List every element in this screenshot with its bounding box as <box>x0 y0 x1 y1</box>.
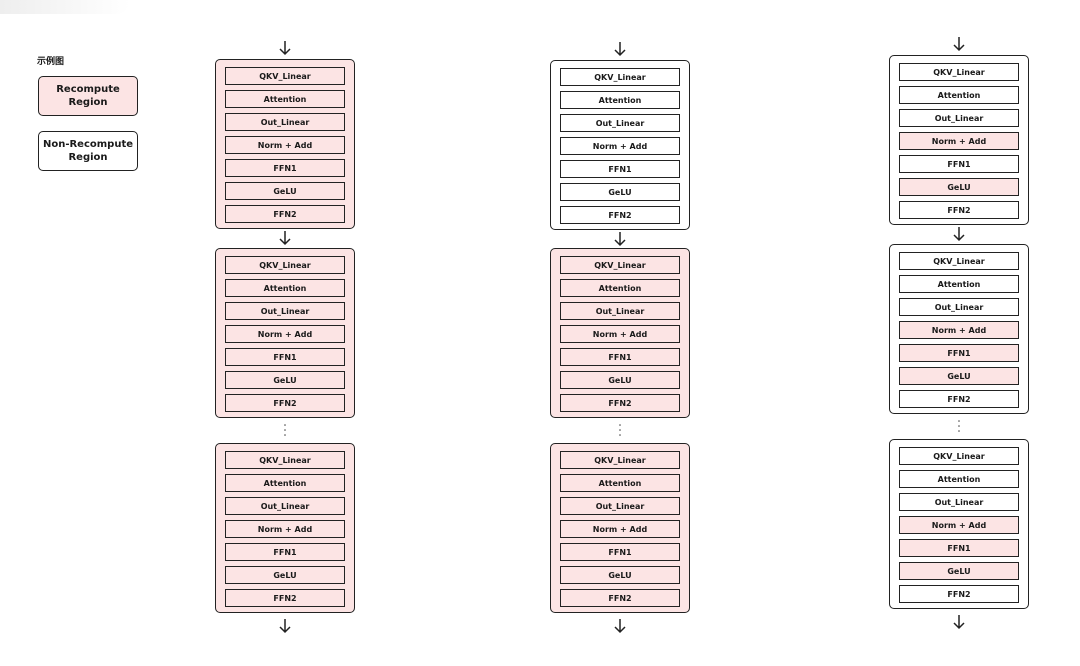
output-arrow-icon <box>279 619 291 634</box>
layer-box: QKV_Linear <box>225 451 345 469</box>
ellipsis-icon <box>958 420 960 432</box>
layer-box: Attention <box>225 279 345 297</box>
layer-box: GeLU <box>899 367 1019 385</box>
legend-non-recompute-region: Non-Recompute Region <box>38 131 138 171</box>
layer-box: QKV_Linear <box>560 68 680 86</box>
legend-title: 示例图 <box>37 57 65 67</box>
layer-box: QKV_Linear <box>225 67 345 85</box>
layer-box: FFN2 <box>560 394 680 412</box>
layer-box: FFN1 <box>560 348 680 366</box>
layer-box: FFN2 <box>225 589 345 607</box>
layer-box: Out_Linear <box>560 302 680 320</box>
layer-box: QKV_Linear <box>899 252 1019 270</box>
ellipsis-icon <box>284 424 286 436</box>
layer-box: Norm + Add <box>560 137 680 155</box>
layer-box: Attention <box>560 474 680 492</box>
input-arrow-icon <box>953 37 965 52</box>
layer-box: Out_Linear <box>560 497 680 515</box>
layer-box: Norm + Add <box>899 516 1019 534</box>
layer-box: FFN1 <box>899 344 1019 362</box>
layer-box: Attention <box>225 90 345 108</box>
layer-box: Norm + Add <box>225 136 345 154</box>
ellipsis-icon <box>619 424 621 436</box>
layer-box: Attention <box>560 279 680 297</box>
connector-arrow-icon <box>953 227 965 242</box>
layer-box: Attention <box>560 91 680 109</box>
layer-box: FFN2 <box>899 201 1019 219</box>
layer-box: Norm + Add <box>225 325 345 343</box>
layer-box: QKV_Linear <box>560 451 680 469</box>
layer-box: Out_Linear <box>899 109 1019 127</box>
output-arrow-icon <box>953 615 965 630</box>
layer-box: FFN2 <box>225 205 345 223</box>
layer-box: Out_Linear <box>899 298 1019 316</box>
layer-box: GeLU <box>899 562 1019 580</box>
layer-box: Attention <box>899 86 1019 104</box>
layer-box: FFN1 <box>225 543 345 561</box>
layer-box: FFN1 <box>225 348 345 366</box>
legend-recompute-region: Recompute Region <box>38 76 138 116</box>
layer-box: Out_Linear <box>899 493 1019 511</box>
connector-arrow-icon <box>279 231 291 246</box>
layer-box: GeLU <box>560 183 680 201</box>
layer-box: Out_Linear <box>225 302 345 320</box>
output-arrow-icon <box>614 619 626 634</box>
layer-box: QKV_Linear <box>899 447 1019 465</box>
layer-box: Out_Linear <box>225 497 345 515</box>
layer-box: FFN2 <box>560 206 680 224</box>
layer-box: Attention <box>899 275 1019 293</box>
layer-box: GeLU <box>560 371 680 389</box>
input-arrow-icon <box>279 41 291 56</box>
layer-box: QKV_Linear <box>899 63 1019 81</box>
layer-box: FFN2 <box>899 390 1019 408</box>
layer-box: FFN1 <box>560 160 680 178</box>
layer-box: Norm + Add <box>899 132 1019 150</box>
layer-box: GeLU <box>225 566 345 584</box>
layer-box: Norm + Add <box>899 321 1019 339</box>
layer-box: FFN1 <box>899 539 1019 557</box>
layer-box: Out_Linear <box>225 113 345 131</box>
layer-box: FFN1 <box>225 159 345 177</box>
input-arrow-icon <box>614 42 626 57</box>
layer-box: QKV_Linear <box>560 256 680 274</box>
layer-box: FFN1 <box>899 155 1019 173</box>
layer-box: GeLU <box>225 371 345 389</box>
layer-box: FFN1 <box>560 543 680 561</box>
layer-box: FFN2 <box>560 589 680 607</box>
layer-box: Attention <box>899 470 1019 488</box>
layer-box: Norm + Add <box>560 325 680 343</box>
layer-box: QKV_Linear <box>225 256 345 274</box>
layer-box: GeLU <box>225 182 345 200</box>
layer-box: FFN2 <box>899 585 1019 603</box>
layer-box: FFN2 <box>225 394 345 412</box>
layer-box: Norm + Add <box>560 520 680 538</box>
layer-box: Norm + Add <box>225 520 345 538</box>
corner-decoration <box>0 0 130 14</box>
layer-box: Out_Linear <box>560 114 680 132</box>
connector-arrow-icon <box>614 232 626 247</box>
layer-box: GeLU <box>560 566 680 584</box>
layer-box: GeLU <box>899 178 1019 196</box>
layer-box: Attention <box>225 474 345 492</box>
